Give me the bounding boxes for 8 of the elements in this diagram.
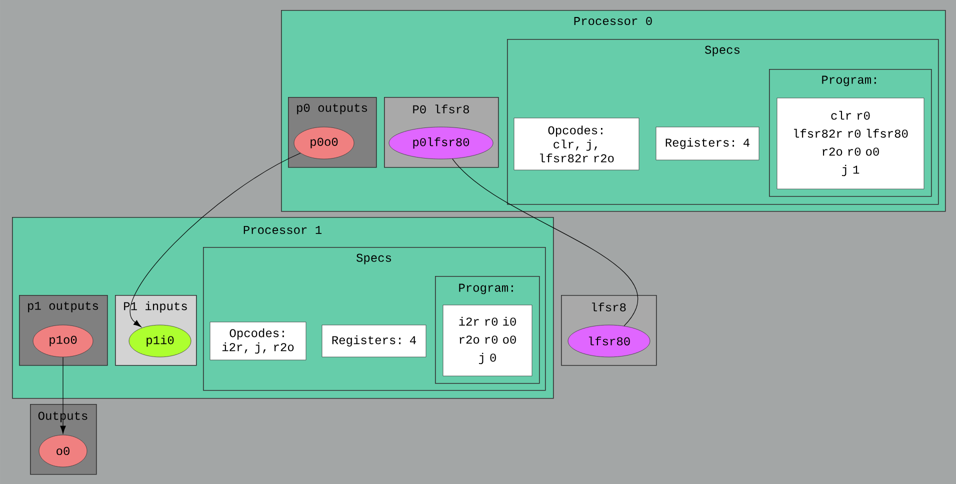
text-box: clr r0 lfsr82r r0 lfsr80 r2o r0 o0 j 1 (776, 98, 924, 190)
text-box: Opcodes: i2r, j, r2o (210, 322, 306, 360)
arrow (130, 152, 301, 328)
text-box: i2r r0 i0 r2o r0 o0 j 0 (442, 304, 532, 376)
text-box: Opcodes: clr, j, lfsr82r r2o (514, 118, 640, 170)
text-box: Registers: 4 (656, 126, 760, 160)
text-box: Registers: 4 (322, 324, 426, 358)
arrow (60, 356, 66, 434)
